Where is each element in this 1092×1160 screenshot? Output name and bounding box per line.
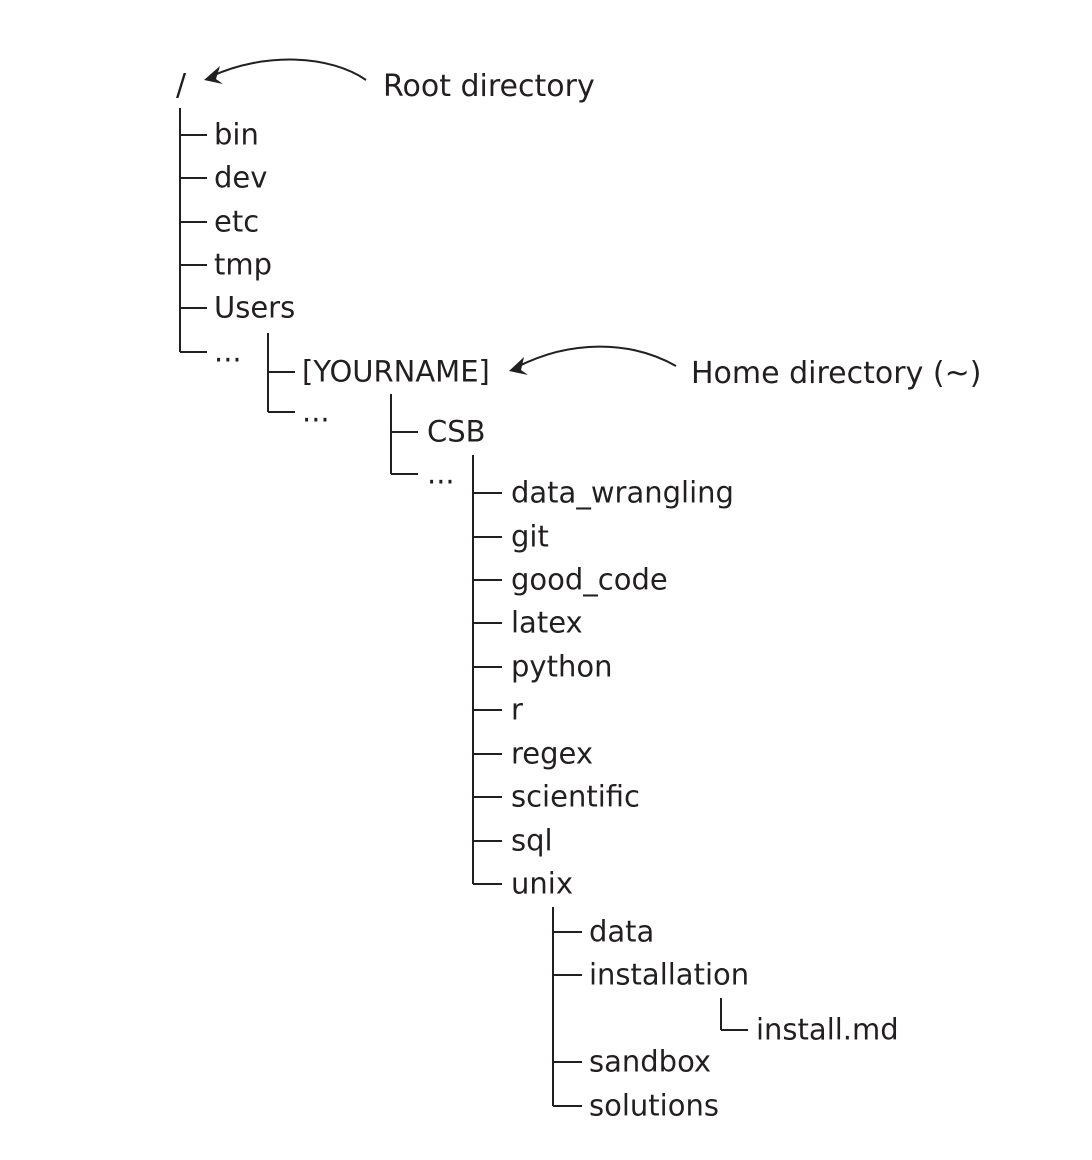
dir-data-wrangling: data_wrangling xyxy=(511,475,734,510)
root-directory-label: / xyxy=(176,68,187,103)
dir-installation: installation xyxy=(589,957,750,992)
home-directory-annotation: Home directory (~) xyxy=(691,356,982,391)
dir-sandbox: sandbox xyxy=(589,1044,712,1079)
dir-bin: bin xyxy=(214,117,259,152)
file-install-md: install.md xyxy=(756,1012,899,1047)
dir-dev: dev xyxy=(214,160,268,195)
home-annotation-arrow xyxy=(516,345,677,368)
dir-scientific: scientific xyxy=(511,779,640,814)
dir-python: python xyxy=(511,649,613,684)
dir-r: r xyxy=(511,692,523,727)
dir-users-ellipsis: ... xyxy=(302,394,330,429)
dir-sql: sql xyxy=(511,823,553,858)
dir-good-code: good_code xyxy=(511,562,668,597)
dir-home-ellipsis: ... xyxy=(427,456,455,491)
dir-root-ellipsis: ... xyxy=(214,334,242,369)
dir-users: Users xyxy=(214,290,296,325)
dir-tmp: tmp xyxy=(214,247,273,282)
dir-solutions: solutions xyxy=(589,1088,719,1123)
dir-latex: latex xyxy=(511,605,583,640)
dir-regex: regex xyxy=(511,736,594,771)
home-arrowhead xyxy=(509,357,528,375)
root-annotation-arrow xyxy=(211,58,367,81)
dir-git: git xyxy=(511,519,549,554)
dir-yourname: [YOURNAME] xyxy=(302,354,490,389)
dir-csb: CSB xyxy=(427,414,486,449)
dir-unix: unix xyxy=(511,866,573,901)
dir-data: data xyxy=(589,914,655,949)
root-directory-annotation: Root directory xyxy=(383,69,595,104)
root-arrowhead xyxy=(204,66,223,84)
dir-etc: etc xyxy=(214,204,260,239)
